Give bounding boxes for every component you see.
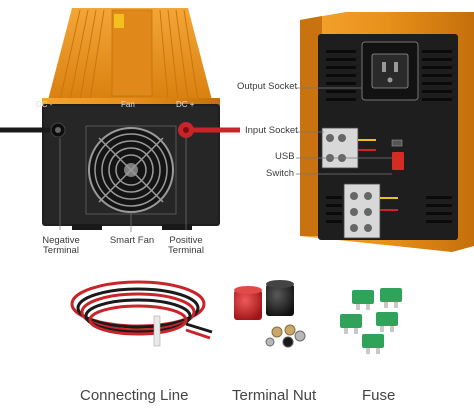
fan-icon (85, 125, 177, 215)
switch-icon (392, 152, 404, 170)
front-unit (0, 8, 240, 232)
input-terminal-block-icon (321, 127, 376, 169)
output-socket-label: Output Socket (237, 81, 298, 92)
output-terminal-block-icon (343, 183, 398, 239)
negative-terminal-label: Negative Terminal (42, 235, 80, 257)
switch-label: Switch (266, 168, 294, 179)
usb-label: USB (275, 151, 295, 162)
socket-icon (361, 41, 419, 101)
positive-terminal-icon (178, 122, 240, 138)
negative-terminal-icon (0, 122, 66, 138)
connecting-line-label: Connecting Line (80, 387, 189, 404)
fuse-label: Fuse (362, 387, 396, 404)
terminal-nut-label: Terminal Nut (232, 387, 317, 404)
nut-icon (234, 280, 306, 348)
dc-plus-label: DC + (176, 100, 195, 109)
fan-label: Fan (121, 100, 135, 109)
usb-icon (391, 139, 403, 147)
positive-terminal-label: Positive Terminal (168, 235, 204, 257)
back-unit (296, 12, 474, 252)
smart-fan-label: Smart Fan (109, 235, 155, 246)
input-socket-label: Input Socket (245, 125, 298, 136)
fuse-icon (340, 288, 402, 354)
dc-minus-label: DC - (36, 100, 53, 109)
cable-icon (70, 280, 213, 347)
